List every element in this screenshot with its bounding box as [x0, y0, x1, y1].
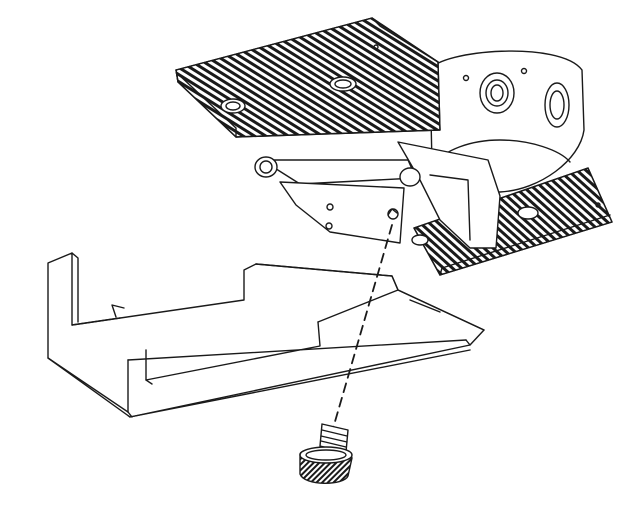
thumb-screw: [299, 423, 353, 484]
hinge-bracket: [254, 141, 501, 249]
screw-path-dashed-line: [331, 224, 393, 433]
mounting-tray: [47, 252, 485, 418]
camera-mount-bottom-plate: [411, 167, 613, 276]
camera-mount-top-plate: [175, 17, 441, 138]
